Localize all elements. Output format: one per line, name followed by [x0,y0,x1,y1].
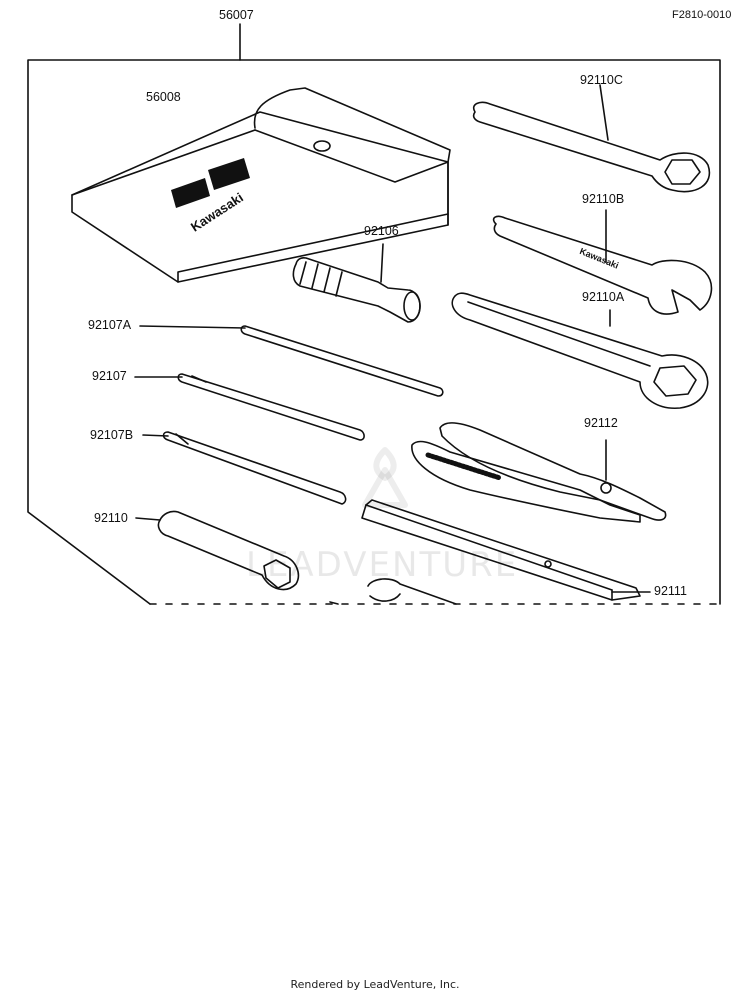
footer-credit: Rendered by LeadVenture, Inc. [290,978,460,991]
bar-92111 [361,499,651,601]
part-label-56008: 56008 [146,90,181,104]
assembly-bracket [27,23,721,605]
pliers-92112 [411,422,667,523]
part-label-92107: 92107 [92,369,127,383]
part-label-92110C: 92110C [580,73,623,87]
part-label-92107A: 92107A [88,318,132,332]
screwdriver-92107 [134,373,365,441]
ring-spanner-92110C [472,84,711,193]
box-spanner-92110A [451,292,709,409]
part-label-92110A: 92110A [582,290,625,304]
assembly-number-label: 56007 [219,8,254,22]
plug-socket-92110 [135,510,300,591]
part-label-92112: 92112 [584,416,618,430]
watermark-logo [362,447,408,508]
part-label-92110B: 92110B [582,192,625,206]
partial-wrench [329,578,457,605]
watermark-text: LEADVENTURE [246,545,519,585]
open-wrench-92110B [492,209,713,315]
tool-pouch-56008 [71,87,451,283]
part-label-92110: 92110 [94,511,128,525]
part-label-92106: 92106 [364,224,399,238]
drawing-code: F2810-0010 [672,9,732,21]
part-label-92111: 92111 [654,584,687,598]
handle-92106 [292,243,421,323]
phillips-bit-92107B [142,431,347,505]
part-label-92107B: 92107B [90,428,134,442]
screwdriver-bit-92107A [139,325,444,397]
